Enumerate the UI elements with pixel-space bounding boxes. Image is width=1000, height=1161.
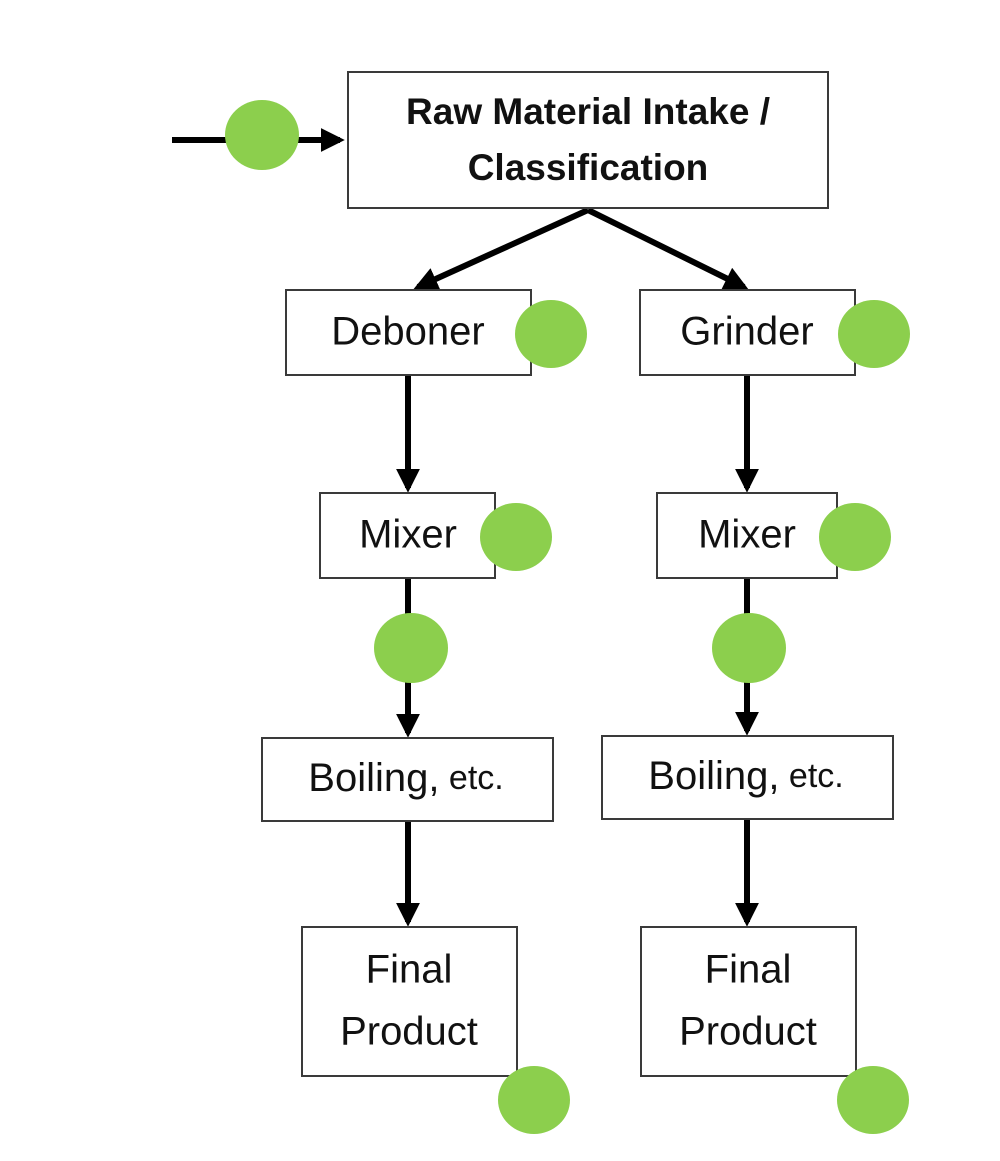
edge-intake-to-grinder (586, 207, 749, 290)
final-left-line1: Final (366, 948, 453, 992)
marker-dot-final-left (498, 1066, 570, 1134)
marker-dot-mixer-right-out (712, 613, 786, 683)
marker-dot-input (225, 100, 299, 170)
node-mixer-right: Mixer (656, 492, 838, 579)
final-right-line2: Product (679, 1010, 817, 1054)
deboner-box (285, 289, 532, 376)
intake-label-line2: Classification (468, 147, 709, 188)
node-boiling-right: Boiling, etc. (601, 735, 894, 820)
node-mixer-left: Mixer (319, 492, 496, 579)
marker-dot-mixer-right (819, 503, 891, 571)
mixer-right-label: Mixer (698, 513, 796, 557)
node-deboner: Deboner (285, 289, 532, 376)
mixer-left-box (319, 492, 496, 579)
final-left-line2: Product (340, 1010, 478, 1054)
marker-dot-mixer-left-out (374, 613, 448, 683)
edge-intake-to-deboner (413, 207, 590, 291)
final-left-box (301, 926, 518, 1077)
intake-label-line1: Raw Material Intake / (406, 91, 770, 132)
deboner-label: Deboner (331, 310, 484, 354)
node-final-product-left: Final Product (301, 926, 518, 1077)
boiling-left-main: Boiling, (308, 756, 439, 800)
boiling-right-label: Boiling, etc. (648, 754, 843, 798)
marker-dot-final-right (837, 1066, 909, 1134)
grinder-box (639, 289, 856, 376)
final-right-line1: Final (705, 948, 792, 992)
node-raw-material-intake: Raw Material Intake / Classification (347, 71, 829, 209)
intake-box (347, 71, 829, 209)
mixer-left-label: Mixer (359, 513, 457, 557)
marker-dot-mixer-left (480, 503, 552, 571)
boiling-left-suffix: etc. (439, 759, 503, 797)
marker-dot-deboner (515, 300, 587, 368)
boiling-left-label: Boiling, etc. (308, 756, 503, 800)
boiling-right-box (601, 735, 894, 820)
marker-dot-grinder (838, 300, 910, 368)
grinder-label: Grinder (680, 310, 813, 354)
node-boiling-left: Boiling, etc. (261, 737, 554, 822)
boiling-right-main: Boiling, (648, 754, 779, 798)
final-right-box (640, 926, 857, 1077)
node-final-product-right: Final Product (640, 926, 857, 1077)
node-grinder: Grinder (639, 289, 856, 376)
markers (225, 100, 910, 1134)
boiling-right-suffix: etc. (779, 757, 843, 795)
boiling-left-box (261, 737, 554, 822)
mixer-right-box (656, 492, 838, 579)
